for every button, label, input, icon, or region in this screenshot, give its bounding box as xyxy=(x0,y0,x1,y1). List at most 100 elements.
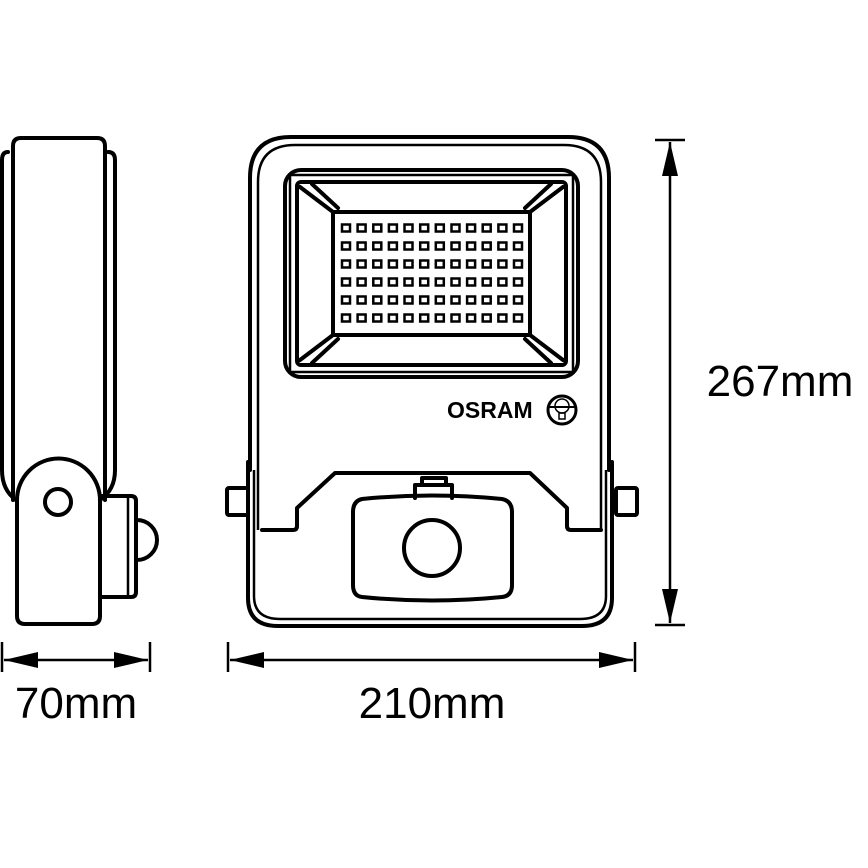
led-chip xyxy=(372,313,383,323)
led-chip xyxy=(481,241,492,251)
led-chip xyxy=(434,277,446,287)
led-chip xyxy=(465,241,477,251)
led-chip xyxy=(356,241,367,251)
side-view xyxy=(0,136,159,626)
led-chip xyxy=(418,313,430,323)
led-chip xyxy=(512,259,524,269)
dimension-height: 267mm xyxy=(655,138,854,627)
led-chip xyxy=(512,295,524,305)
dimension-width: 210mm xyxy=(226,642,637,728)
front-bracket xyxy=(246,460,614,628)
motion-sensor-lens xyxy=(402,518,462,578)
side-pivot-hole xyxy=(43,487,73,517)
led-chip xyxy=(356,223,367,233)
led-chip xyxy=(450,241,461,251)
height-label: 267mm xyxy=(707,357,854,406)
width-label: 210mm xyxy=(359,679,506,728)
led-chip xyxy=(356,295,367,305)
led-chip xyxy=(387,223,399,233)
depth-label: 70mm xyxy=(15,679,137,728)
led-chip xyxy=(403,223,414,233)
led-chip xyxy=(512,313,524,323)
led-chip xyxy=(465,313,477,323)
led-chip xyxy=(497,259,508,269)
led-chip xyxy=(356,313,367,323)
led-chip xyxy=(481,223,492,233)
led-chip xyxy=(434,259,446,269)
bracket-cutout xyxy=(260,471,603,532)
led-chip xyxy=(340,241,352,251)
side-front-line xyxy=(98,150,117,502)
led-chip xyxy=(387,259,399,269)
right-knob xyxy=(614,486,639,517)
led-chip xyxy=(372,295,383,305)
led-chip xyxy=(512,277,524,287)
led-chip xyxy=(450,313,461,323)
led-chip xyxy=(418,241,430,251)
led-chip xyxy=(387,295,399,305)
led-chip xyxy=(497,313,508,323)
frame-diagonals xyxy=(298,182,565,365)
led-panel xyxy=(331,210,532,337)
led-chip xyxy=(434,295,446,305)
led-chip xyxy=(434,241,446,251)
led-chip xyxy=(481,295,492,305)
side-body xyxy=(11,136,107,502)
osram-bulb-logo-icon xyxy=(546,394,578,426)
led-chip xyxy=(512,241,524,251)
led-chip xyxy=(450,223,461,233)
side-sensor-dome xyxy=(135,518,159,562)
led-chip xyxy=(340,313,352,323)
led-chip xyxy=(450,259,461,269)
led-chip xyxy=(387,277,399,287)
led-chip xyxy=(403,259,414,269)
led-chip xyxy=(450,295,461,305)
led-chip xyxy=(481,313,492,323)
led-chip xyxy=(481,259,492,269)
led-chip xyxy=(497,223,508,233)
front-body-outline xyxy=(248,135,611,472)
led-array xyxy=(340,223,524,323)
led-chip xyxy=(465,223,477,233)
led-chip xyxy=(465,295,477,305)
led-chip xyxy=(418,277,430,287)
front-view: OSRAM xyxy=(225,135,639,628)
led-chip xyxy=(372,277,383,287)
led-chip xyxy=(418,223,430,233)
led-chip xyxy=(450,277,461,287)
led-chip xyxy=(481,277,492,287)
led-chip xyxy=(497,241,508,251)
led-chip xyxy=(387,241,399,251)
led-chip xyxy=(340,223,352,233)
led-chip xyxy=(356,259,367,269)
side-bracket xyxy=(15,456,102,626)
led-chip xyxy=(403,277,414,287)
led-chip xyxy=(403,295,414,305)
led-chip xyxy=(403,241,414,251)
brand-logo-text: OSRAM xyxy=(447,397,533,423)
led-chip xyxy=(434,313,446,323)
led-chip xyxy=(497,277,508,287)
led-chip xyxy=(434,223,446,233)
side-back-line xyxy=(0,150,18,502)
led-chip xyxy=(340,259,352,269)
motion-sensor-housing xyxy=(351,493,514,603)
led-chip xyxy=(387,313,399,323)
side-sensor-box xyxy=(98,494,138,599)
led-chip xyxy=(403,313,414,323)
led-chip xyxy=(465,259,477,269)
led-chip xyxy=(340,277,352,287)
lens-frame-inner xyxy=(295,180,568,367)
led-chip xyxy=(418,295,430,305)
led-chip xyxy=(418,259,430,269)
led-chip xyxy=(340,295,352,305)
led-chip xyxy=(512,223,524,233)
led-chip xyxy=(465,277,477,287)
led-chip xyxy=(372,241,383,251)
sensor-stem xyxy=(413,476,454,500)
led-chip xyxy=(372,223,383,233)
led-chip xyxy=(372,259,383,269)
dimension-depth: 70mm xyxy=(0,642,152,728)
left-knob xyxy=(225,486,250,517)
